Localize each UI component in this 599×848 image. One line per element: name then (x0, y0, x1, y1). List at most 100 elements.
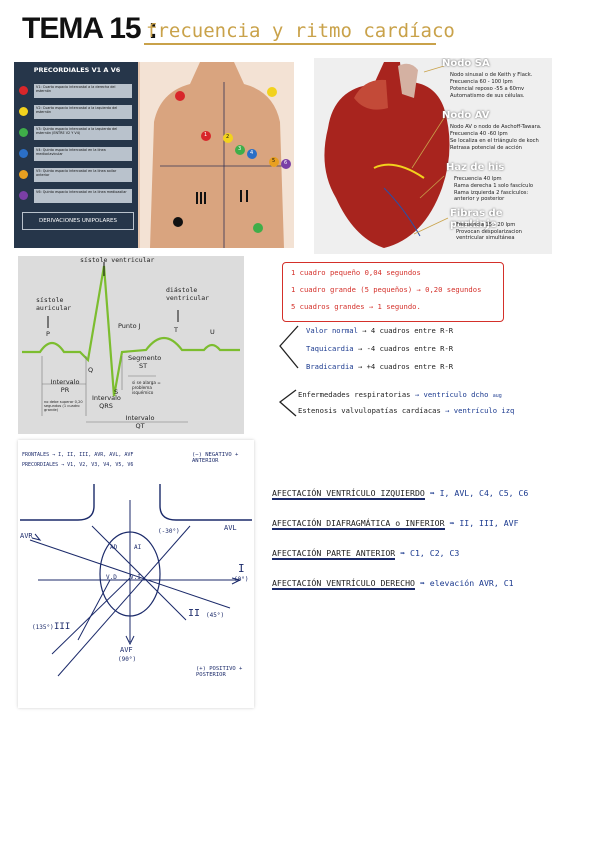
disease-line: Enfermedades respiratorias → ventrículo … (298, 390, 502, 399)
afectacion-row: AFECTACIÓN DIAFRAGMÁTICA o INFERIOR ➡ II… (272, 518, 519, 530)
disease-tag: aug (492, 393, 502, 399)
sistole-auricular-label: sístole auricular (36, 296, 72, 312)
rate-normal: Valor normal → 4 cuadros entre R-R (306, 326, 453, 335)
ecg-notes: 1 cuadro pequeño 0,04 segundos 1 cuadro … (276, 262, 576, 422)
torso-num-2: 2 (226, 134, 230, 140)
avl-label: AVL (224, 524, 237, 532)
lead-ii-degree: (45°) (206, 612, 225, 619)
avf-degree: (90°) (118, 656, 137, 663)
v2-dot-icon (19, 107, 28, 116)
torso-num-6: 6 (284, 160, 288, 166)
v6-dot-icon (19, 191, 28, 200)
afectacion-leads: I, AVL, C4, C5, C6 (439, 488, 529, 498)
precordiales-figure: PRECORDIALES V1 A V6 V1: Cuarto espacio … (14, 62, 294, 248)
precordiales-label: PRECORDIALES → V1, V2, V3, V4, V5, V6 (22, 462, 134, 468)
avf-label: AVF (120, 646, 133, 654)
precordial-item: V1: Cuarto espacio intercostal a la dere… (34, 84, 132, 98)
afectacion-row: AFECTACIÓN VENTRÍCULO DERECHO ➡ elevació… (272, 578, 514, 590)
v5-dot-icon (19, 170, 28, 179)
afectacion-label: AFECTACIÓN VENTRÍCULO DERECHO (272, 578, 415, 590)
wave-s-label: S (114, 388, 119, 396)
ecg-wave-figure: sístole ventricular sístole auricular di… (18, 256, 244, 434)
intervalo-qt-label: Intervalo QT (125, 414, 155, 430)
sa-line: Potencial reposo -55 a 60mv (450, 86, 525, 92)
disease-brace-icon (278, 389, 297, 417)
afectacion-label: AFECTACIÓN PARTE ANTERIOR (272, 548, 396, 560)
precordial-item: V5: Quinto espacio intercostal en la lín… (34, 168, 132, 182)
sa-line: Nodo sinusal o de Keith y Flack. (450, 72, 533, 78)
sa-line: Frecuencia 60 - 100 lpm (450, 79, 513, 85)
purkinje-line: Frecuencia 15 - 20 lpm (456, 222, 516, 228)
time-scale-line: 5 cuadros grandes → 1 segundo. (291, 302, 421, 311)
precordial-item: V6: Quinto espacio intercostal en la lín… (34, 189, 132, 203)
av-line: Se localiza en el triángulo de koch (450, 138, 539, 144)
title-colon: : (147, 12, 158, 45)
disease-rest: → ventrículo izq (445, 406, 515, 415)
ai-label: AI (134, 544, 142, 551)
rate-term: Taquicardia (306, 344, 354, 353)
his-line: Frecuencia 40 lpm (454, 176, 502, 182)
torso-drawing (140, 62, 294, 248)
pr-note: no debe superar 0,20 segundos (1 cuadro … (44, 400, 83, 412)
afectacion-label: AFECTACIÓN VENTRÍCULO IZQUIERDO (272, 488, 425, 500)
afectacion-list: AFECTACIÓN VENTRÍCULO IZQUIERDO ➡ I, AVL… (268, 478, 568, 608)
wave-p-label: P (46, 330, 50, 338)
av-line: Frecuencia 40 -60 lpm (450, 131, 508, 137)
axis-drawing (20, 484, 252, 677)
sa-title: Nodo SA (442, 58, 490, 69)
intervalo-qrs-label: Intervalo QRS (92, 394, 121, 410)
precordiales-list: PRECORDIALES V1 A V6 V1: Cuarto espacio … (14, 62, 138, 248)
wave-q-label: Q (88, 366, 94, 374)
wave-u-label: U (210, 328, 215, 336)
disease-rest: → ventrículo dcho (414, 390, 489, 399)
intervalo-pr-label: Intervalo PR (50, 378, 80, 394)
his-title: Haz de his (446, 162, 505, 173)
precordiales-header: PRECORDIALES V1 A V6 (33, 66, 121, 74)
positive-posterior-label: (+) POSITIVO + POSTERIOR (196, 666, 243, 678)
lead-ii-label: II (188, 608, 201, 619)
torso-num-5: 5 (272, 158, 276, 164)
precordial-item: V3: Quinto espacio intercostal a la izqu… (34, 126, 132, 140)
afectacion-leads: C1, C2, C3 (410, 548, 460, 558)
v3-dot-icon (19, 128, 28, 137)
punto-j-label: Punto J (118, 322, 141, 330)
torso-num-1: 1 (204, 132, 208, 138)
torso-num-3: 3 (238, 146, 242, 152)
segmento-st-label: Segmento ST (128, 354, 162, 370)
sa-line: Automatismo de sus células. (450, 93, 525, 99)
time-scale-line: 1 cuadro grande (5 pequeños) → 0,20 segu… (291, 285, 482, 294)
lead-i-degree: (0°) (234, 576, 249, 583)
negative-anterior-label: (−) NEGATIVO + ANTERIOR (192, 452, 239, 464)
precordial-item: V4: Quinto espacio intercostal en la lín… (34, 147, 132, 161)
rate-rest: → 4 cuadros entre R-R (362, 326, 454, 335)
purkinje-line: Provocan despolarizacion ventricular sim… (456, 229, 522, 241)
heart-illustration (314, 58, 552, 254)
torso-num-4: 4 (250, 150, 254, 156)
avr-label: AVR (20, 532, 33, 540)
diastole-ventricular-label: diástole ventricular (166, 286, 210, 302)
lead-i-label: I (238, 562, 245, 575)
page-subtitle: frecuencia y ritmo cardíaco (146, 20, 455, 42)
rate-brace-icon (279, 325, 299, 369)
his-line: Rama izquierda 2 fascículos: anterior y … (454, 190, 529, 202)
conduction-system-figure: Nodo SA Nodo sinusal o de Keith y Flack.… (314, 58, 552, 254)
rate-term: Bradicardia (306, 362, 354, 371)
title-text: TEMA 15 (22, 12, 142, 45)
rate-bradicardia: Bradicardia → +4 cuadros entre R-R (306, 362, 453, 371)
torso-illustration: 1 2 3 4 5 6 (140, 62, 294, 248)
time-scale-box: 1 cuadro pequeño 0,04 segundos 1 cuadro … (282, 262, 504, 322)
precordiales-footer: DERIVACIONES UNIPOLARES (22, 212, 134, 230)
his-line: Rama derecha 1 solo fascículo (454, 183, 534, 189)
rate-rest: → -4 cuadros entre R-R (357, 344, 454, 353)
av-line: Nodo AV o nodo de Aschoff-Tawara. (450, 124, 542, 130)
st-note: si se alarga = problema isquémico (132, 380, 161, 395)
vi-label: V.I (130, 574, 141, 581)
purkinje-title: Fibras de purkinje (450, 208, 503, 230)
afectacion-row: AFECTACIÓN PARTE ANTERIOR ➡ C1, C2, C3 (272, 548, 460, 560)
lead-iii-label: III (54, 622, 71, 632)
rate-taquicardia: Taquicardia → -4 cuadros entre R-R (306, 344, 453, 353)
afectacion-label: AFECTACIÓN DIAFRAGMÁTICA o INFERIOR (272, 518, 445, 530)
precordial-item: V2: Cuarto espacio intercostal a la izqu… (34, 105, 132, 119)
afectacion-leads: II, III, AVF (459, 518, 519, 528)
v4-dot-icon (19, 149, 28, 158)
